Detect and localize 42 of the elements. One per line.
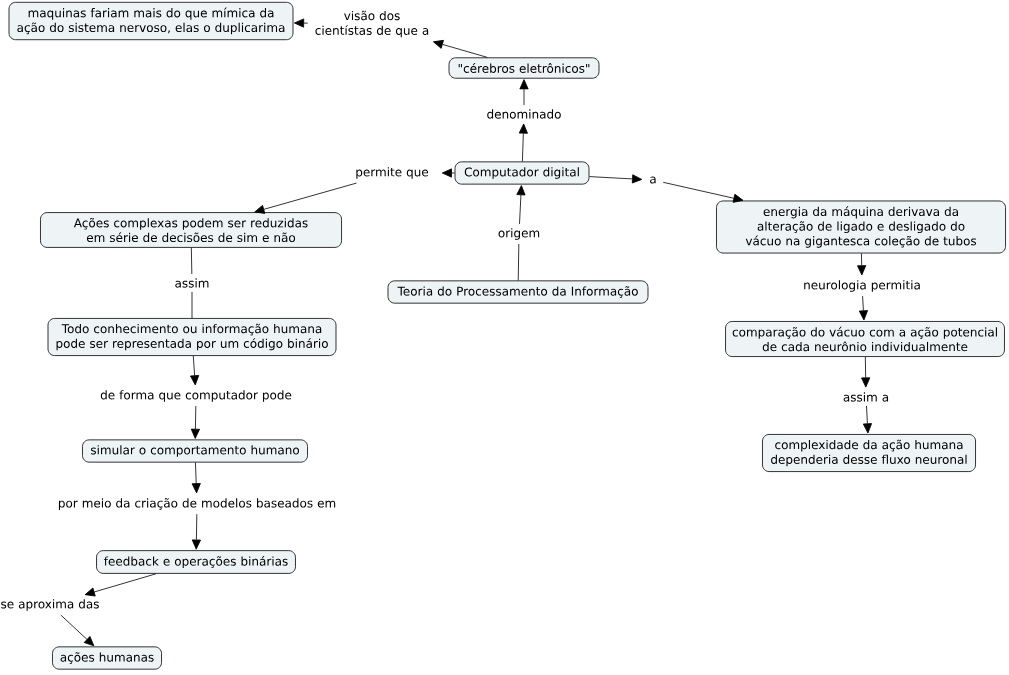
linking-phrase: neurologia permitia — [804, 280, 920, 292]
concept-box: energia da máquina derivava da alteração de ligado e desligado do vácuo na gigantesca coleção de tubos — [716, 200, 1006, 254]
arrow — [191, 513, 201, 550]
concept-box: Computador digital — [454, 161, 590, 185]
arrow — [858, 295, 868, 321]
arrow — [861, 356, 871, 388]
arrow — [862, 405, 872, 434]
linking-phrase: origem — [498, 228, 540, 240]
arrow — [662, 181, 744, 203]
arrow — [191, 462, 201, 494]
concept-box: comparação do vácuo com a ação potencial de cada neurônio individualmente — [725, 321, 1005, 357]
arrow — [190, 355, 200, 386]
arrow — [589, 174, 643, 184]
concept-box: Teoria do Processamento da Informação — [387, 280, 649, 304]
arrow — [254, 182, 357, 214]
arrow — [84, 573, 157, 597]
concept-box: Todo conhecimento ou informação humana pode ser representada por um código binário — [47, 318, 337, 356]
arrow — [433, 39, 488, 58]
linking-phrase: a — [650, 176, 656, 184]
concept-box: feedback e operações binárias — [96, 550, 296, 574]
linking-phrase: visão dos cientístas de que a — [315, 10, 429, 38]
linking-phrase: permite que — [356, 167, 429, 179]
arrow — [857, 253, 867, 276]
arrow — [519, 79, 529, 106]
arrow — [441, 168, 455, 178]
concept-box: "cérebros eletrônicos" — [448, 57, 600, 79]
concept-box: Ações complexas podem ser reduzidas em série de decisões de sim e não — [40, 212, 342, 248]
linking-phrase: assim a — [843, 392, 889, 402]
concept-box: maquinas fariam mais do que mímica da ação do sistema nervoso, elas o duplicarima — [8, 1, 294, 41]
linking-phrase: assim — [175, 278, 209, 288]
arrow — [518, 123, 528, 162]
arrow — [516, 185, 526, 225]
concept-box: complexidade da ação humana dependeria desse fluxo neuronal — [762, 434, 976, 472]
concept-box: ações humanas — [52, 646, 162, 670]
concept-box: simular o comportamento humano — [82, 439, 308, 463]
linking-phrase: denominado — [487, 109, 561, 119]
arrow — [294, 18, 309, 28]
linking-phrase: por meio da criação de modelos baseados em — [58, 498, 336, 510]
arrow — [60, 614, 95, 647]
arrow — [190, 405, 200, 439]
linking-phrase: de forma que computador pode — [100, 390, 292, 402]
linking-phrase: se aproxima das — [1, 599, 99, 611]
